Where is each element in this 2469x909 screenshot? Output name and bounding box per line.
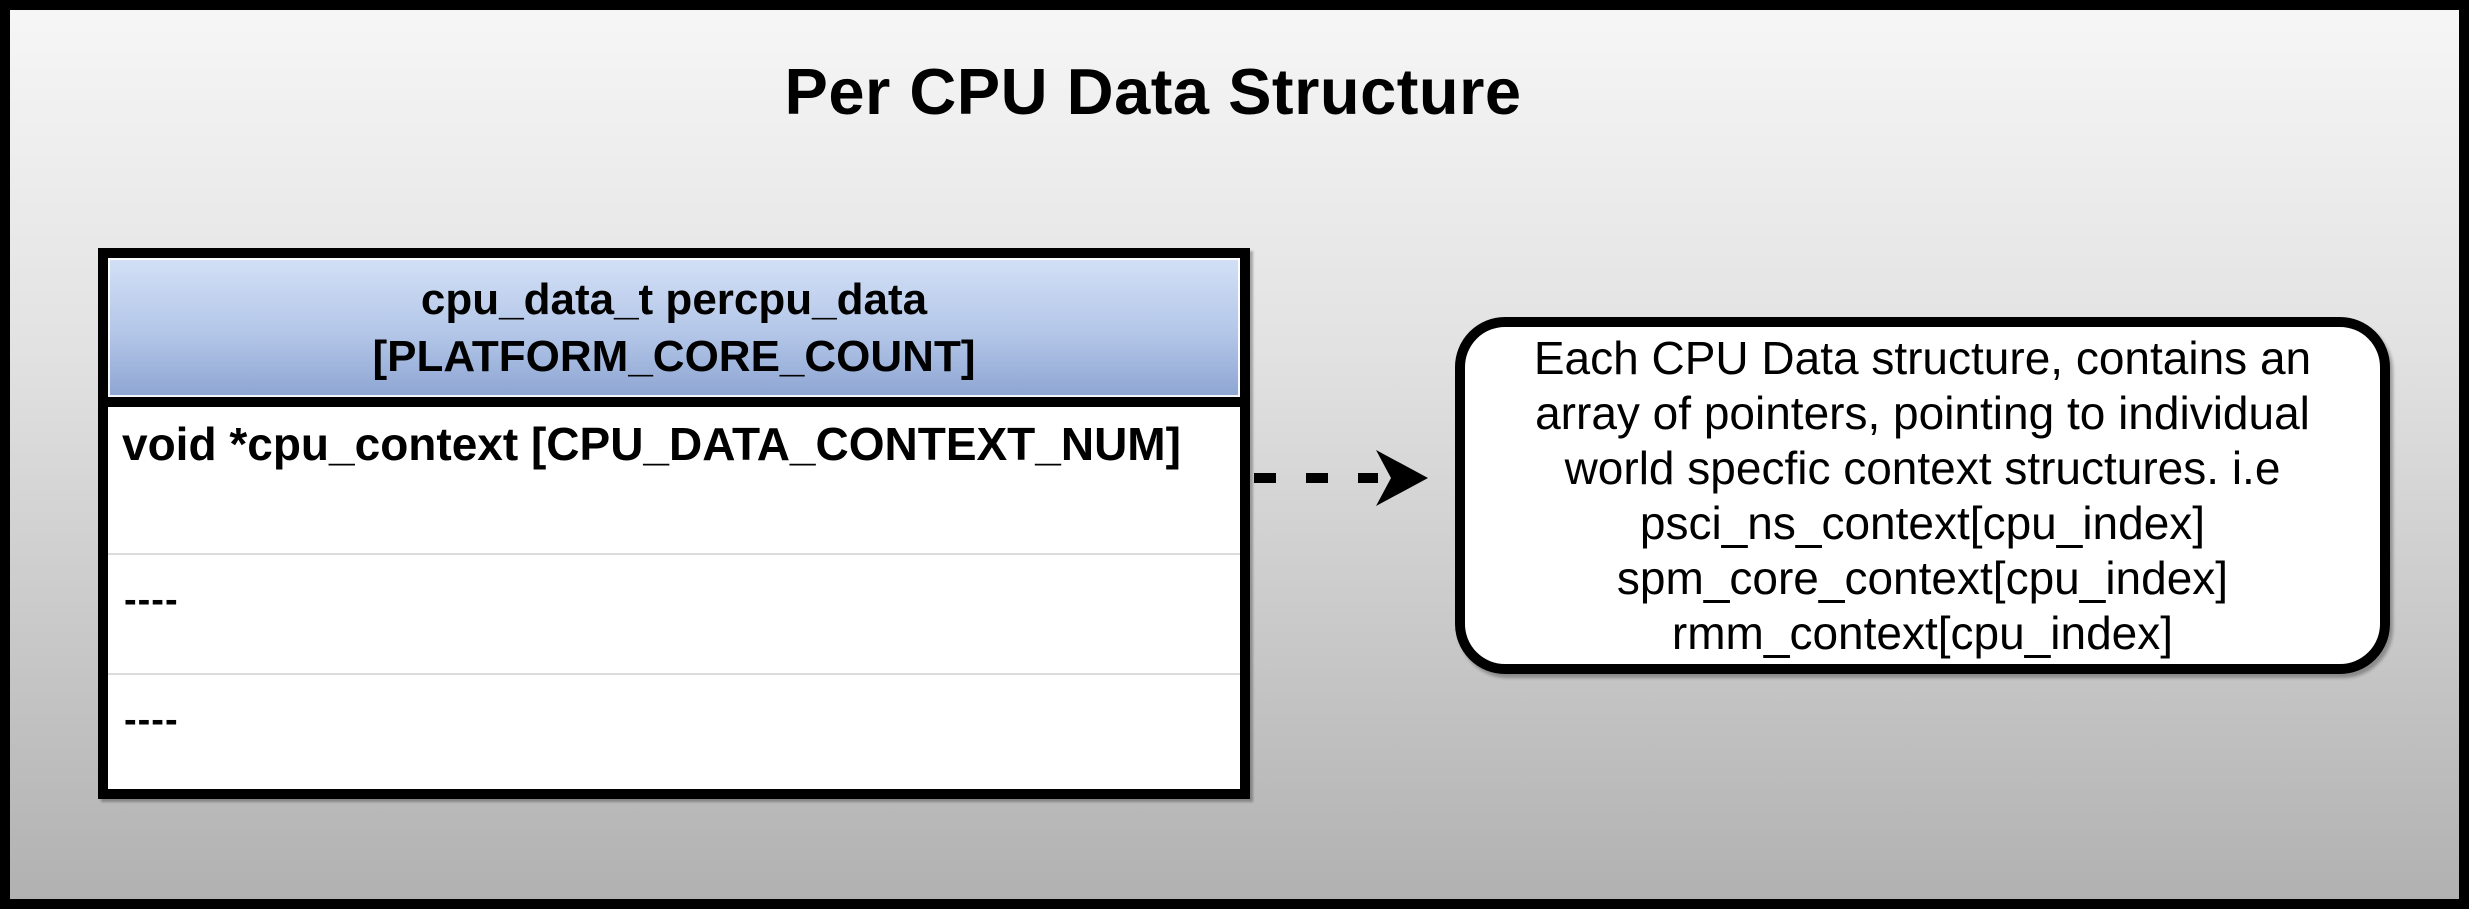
- per-cpu-data-table: cpu_data_t percpu_data [PLATFORM_CORE_CO…: [98, 248, 1250, 799]
- table-header-line-1: cpu_data_t percpu_data: [420, 274, 928, 324]
- table-row-placeholder-1: ----: [124, 579, 179, 621]
- callout-line: spm_core_context[cpu_index]: [1616, 551, 2229, 604]
- callout-line: psci_ns_context[cpu_index]: [1639, 496, 2206, 549]
- diagram-title: Per CPU Data Structure: [784, 55, 1522, 128]
- table-header-line-2: [PLATFORM_CORE_COUNT]: [372, 331, 976, 381]
- dashed-arrow-icon: [1254, 450, 1428, 506]
- annotation-callout: Each CPU Data structure, contains an arr…: [1455, 317, 2390, 674]
- callout-line: array of pointers, pointing to individua…: [1535, 386, 2310, 439]
- table-row-cpu-context: void *cpu_context [CPU_DATA_CONTEXT_NUM]: [122, 418, 1181, 470]
- callout-line: Each CPU Data structure, contains an: [1533, 331, 2312, 384]
- row-divider: [108, 553, 1240, 555]
- table-row-placeholder-2: ----: [124, 699, 179, 741]
- callout-line: rmm_context[cpu_index]: [1671, 606, 2174, 659]
- callout-line: world specfic context structures. i.e: [1564, 441, 2281, 494]
- table-header: cpu_data_t percpu_data [PLATFORM_CORE_CO…: [108, 258, 1240, 407]
- row-divider: [108, 673, 1240, 675]
